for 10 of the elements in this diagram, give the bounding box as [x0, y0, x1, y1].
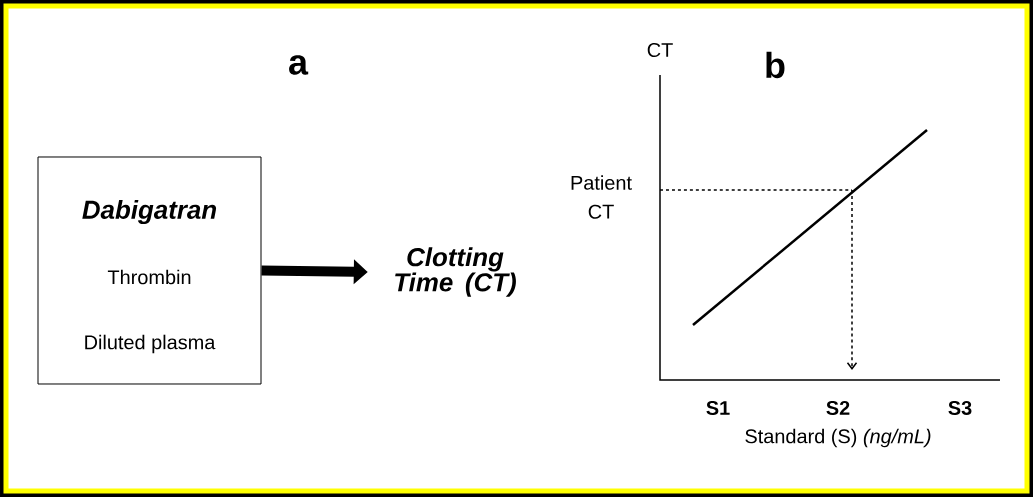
panel-letter: a: [289, 55, 309, 75]
tick-label: S2: [826, 400, 850, 416]
result-text: Clotting Time (CT): [395, 247, 516, 297]
axis-label: Patient CT: [571, 175, 632, 219]
panel-letter: b: [766, 51, 785, 79]
axis-title: Standard (S) (ng/mL): [745, 428, 931, 448]
tick-label: S3: [948, 400, 972, 416]
process-box: Dabigatran Thrombin Diluted plasma: [37, 156, 262, 385]
tick-label: S1: [706, 400, 730, 416]
axis-title: CT: [647, 42, 673, 58]
